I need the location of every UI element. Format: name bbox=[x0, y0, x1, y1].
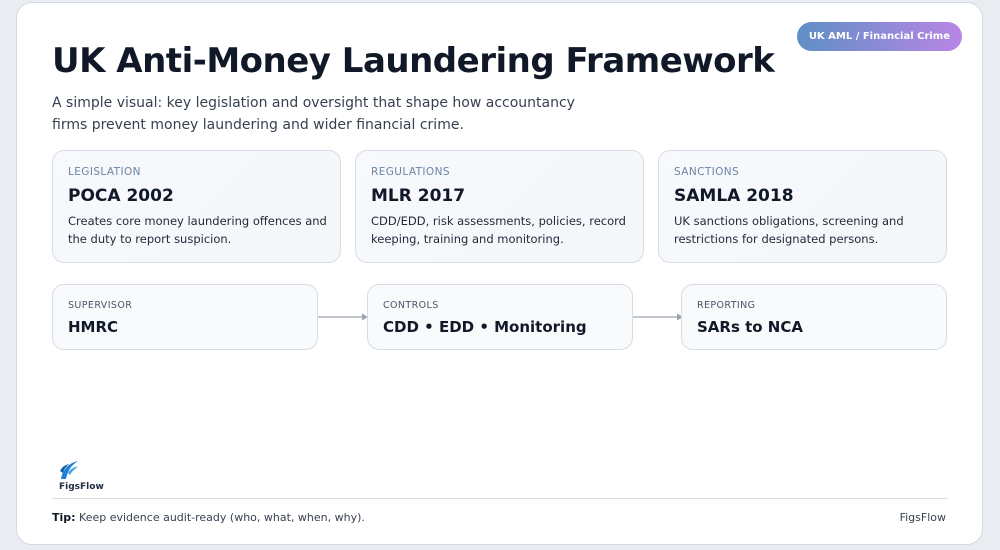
diagram-card: UK AML / Financial Crime UK Anti-Money L… bbox=[16, 2, 983, 545]
box-title: POCA 2002 bbox=[68, 186, 174, 206]
box-title: HMRC bbox=[68, 318, 119, 336]
reporting-box: REPORTING SARs to NCA bbox=[681, 284, 947, 350]
legislation-box: LEGISLATION POCA 2002 Creates core money… bbox=[52, 150, 341, 263]
tip-text: Keep evidence audit-ready (who, what, wh… bbox=[79, 511, 365, 524]
box-description: UK sanctions obligations, screening and … bbox=[674, 214, 904, 246]
box-kicker: REGULATIONS bbox=[371, 166, 450, 178]
category-badge: UK AML / Financial Crime bbox=[796, 22, 962, 51]
figsflow-logo-icon bbox=[60, 461, 78, 479]
footer-brand: FigsFlow bbox=[899, 511, 946, 524]
page-subtitle: A simple visual: key legislation and ove… bbox=[52, 95, 575, 133]
sanctions-box: SANCTIONS SAMLA 2018 UK sanctions obliga… bbox=[658, 150, 947, 263]
logo-text: FigsFlow bbox=[59, 482, 104, 492]
controls-box: CONTROLS CDD • EDD • Monitoring bbox=[367, 284, 633, 350]
footer-divider bbox=[52, 498, 948, 499]
box-title: SAMLA 2018 bbox=[674, 186, 794, 206]
flow-arrow-icon bbox=[633, 313, 683, 321]
box-kicker: REPORTING bbox=[697, 300, 756, 311]
box-description: Creates core money laundering offences a… bbox=[68, 214, 327, 246]
box-kicker: SANCTIONS bbox=[674, 166, 740, 178]
tip-label: Tip: bbox=[52, 511, 76, 524]
box-kicker: SUPERVISOR bbox=[68, 300, 133, 311]
footer-tip: Tip: Keep evidence audit-ready (who, wha… bbox=[52, 511, 365, 524]
box-kicker: LEGISLATION bbox=[68, 166, 141, 178]
regulations-box: REGULATIONS MLR 2017 CDD/EDD, risk asses… bbox=[355, 150, 644, 263]
flow-arrow-icon bbox=[318, 313, 368, 321]
page-title: UK Anti-Money Laundering Framework bbox=[52, 41, 775, 81]
supervisor-box: SUPERVISOR HMRC bbox=[52, 284, 318, 350]
box-description: CDD/EDD, risk assessments, policies, rec… bbox=[371, 214, 626, 246]
box-kicker: CONTROLS bbox=[383, 300, 439, 311]
box-title: MLR 2017 bbox=[371, 186, 466, 206]
box-title: SARs to NCA bbox=[697, 318, 803, 336]
box-title: CDD • EDD • Monitoring bbox=[383, 318, 587, 336]
